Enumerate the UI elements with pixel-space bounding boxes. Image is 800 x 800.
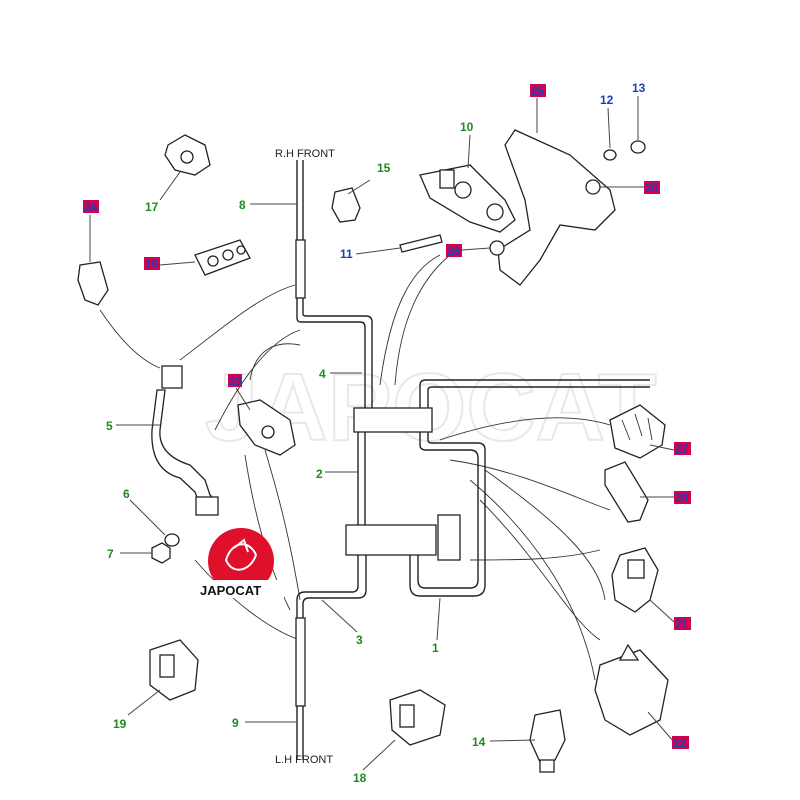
callout-1: 1 [432, 641, 439, 655]
logo-text: JAPOCAT [200, 583, 261, 598]
callout-8: 8 [239, 198, 246, 212]
callout-17: 17 [145, 200, 159, 214]
part-20-bracket [604, 461, 649, 523]
part-17-clip [164, 134, 211, 176]
pipe-junction-upper [353, 407, 433, 433]
spring-sleeve-top [295, 239, 306, 299]
callout-12: 12 [600, 93, 614, 107]
part-21-clip [611, 547, 659, 613]
pipe-clip-block [437, 514, 461, 561]
japocat-logo: JAPOCAT [198, 528, 284, 598]
callout-11: 11 [340, 247, 353, 261]
callout-9: 9 [232, 716, 239, 730]
callout-22: 22 [673, 736, 687, 750]
callout-labels: 1 2 3 4 5 6 7 8 9 10 11 12 13 14 15 16 1… [84, 81, 689, 785]
callout-19: 19 [113, 717, 127, 731]
callout-20: 20 [675, 491, 689, 505]
part-23-bracket [237, 399, 296, 456]
callout-26-top: 26 [645, 181, 659, 195]
part-24-clip [77, 261, 109, 306]
rh-front-caption: R.H FRONT [275, 148, 335, 160]
part-6-washer [164, 533, 180, 547]
part-5-hose [151, 365, 219, 516]
callout-7: 7 [107, 547, 114, 561]
part-25-bracket [489, 129, 616, 286]
callout-16: 16 [145, 257, 159, 271]
part-19-clip [149, 639, 199, 701]
logo-circle [208, 528, 274, 594]
part-13-nut [630, 140, 646, 154]
lh-front-caption: L.H FRONT [275, 754, 333, 766]
callout-23: 23 [229, 374, 243, 388]
callout-6: 6 [123, 487, 130, 501]
part-22-clip [594, 643, 669, 736]
part-10-master-cylinder [399, 164, 516, 253]
callout-21: 21 [675, 617, 689, 631]
callout-18: 18 [353, 771, 367, 785]
callout-25: 25 [531, 84, 545, 98]
part-18-clip [389, 689, 446, 746]
callout-4: 4 [319, 367, 326, 381]
callout-3: 3 [356, 633, 363, 647]
brake-pipes [295, 160, 650, 760]
callout-5: 5 [106, 419, 113, 433]
callout-14: 14 [472, 735, 486, 749]
part-12-washer [603, 149, 617, 161]
callout-15: 15 [377, 161, 391, 175]
spring-sleeve-bottom [295, 617, 306, 707]
part-15-grommet [331, 187, 361, 223]
callout-26-bottom: 26 [447, 244, 461, 258]
pipe-junction-lower [345, 524, 437, 556]
part-16-clip [194, 239, 251, 276]
callout-10: 10 [460, 120, 474, 134]
guide-curves [99, 254, 611, 681]
callout-13: 13 [632, 81, 646, 95]
callout-27: 27 [675, 442, 689, 456]
part-7-nut [151, 542, 171, 564]
leader-lines [89, 96, 675, 771]
callout-highlights [83, 84, 691, 749]
part-14-clip [529, 709, 566, 773]
callout-24: 24 [84, 200, 98, 214]
callout-2: 2 [316, 467, 323, 481]
